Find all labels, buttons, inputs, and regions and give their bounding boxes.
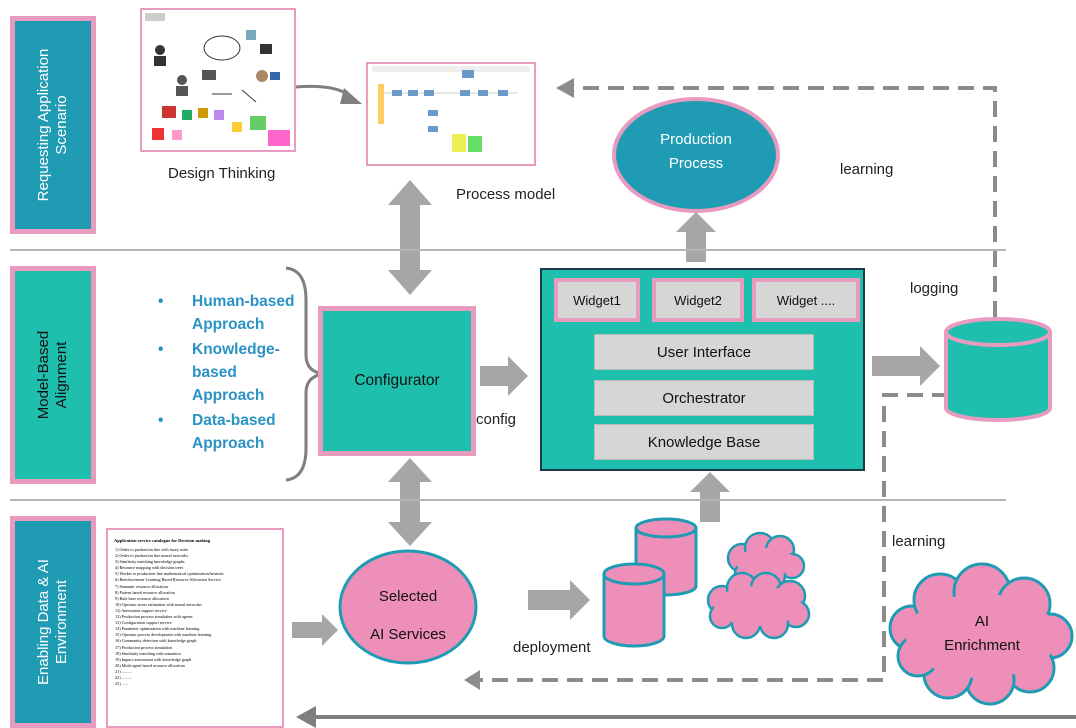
catalog-item: 22) .......... bbox=[115, 674, 133, 680]
dt-to-process-arrow bbox=[295, 84, 351, 98]
catalog-item: 7) Semantic resource allocation bbox=[115, 583, 168, 589]
logging-database bbox=[944, 317, 1052, 422]
learning-bottom-label: learning bbox=[892, 533, 946, 550]
learning-loop-bottom-arrowhead bbox=[464, 670, 480, 690]
learning-loop-top-arrowhead bbox=[556, 78, 574, 98]
learning-loop-bottom bbox=[478, 393, 948, 682]
deployment-label: deployment bbox=[513, 639, 591, 656]
production-process-line1: Production bbox=[660, 131, 732, 148]
enrichment-return-arrowhead bbox=[296, 706, 316, 728]
catalog-item: 10) Operator stress estimation with neur… bbox=[115, 601, 202, 607]
ai-enrichment-cloud bbox=[888, 562, 1074, 706]
widget-2: Widget2 bbox=[652, 278, 744, 322]
catalog-item: 8) Pattern based resource allocation bbox=[115, 589, 175, 595]
catalog-item: 20) Multi-agent based resource allocatio… bbox=[115, 662, 185, 668]
ai-services-ellipse bbox=[338, 549, 478, 665]
platform-box: Widget1 Widget2 Widget .... User Interfa… bbox=[540, 268, 865, 471]
production-process-ellipse bbox=[612, 97, 780, 213]
approach-human: Human-based Approach bbox=[158, 290, 298, 336]
learning-top-label: learning bbox=[840, 161, 894, 178]
catalog-item: 9) Rule base resource allocation bbox=[115, 595, 169, 601]
approach-knowledge: Knowledge-based Approach bbox=[158, 338, 298, 407]
ai-services-label: Selected AI Services bbox=[348, 578, 468, 654]
dt-to-process-arrowhead bbox=[340, 88, 362, 104]
layer-middle-label: Model-Based Alignment bbox=[35, 330, 70, 420]
knowledge-base-bar: Knowledge Base bbox=[594, 424, 814, 460]
catalog-item: 19) Impact assessment with knowledge gra… bbox=[115, 656, 192, 662]
learning-loop-top bbox=[570, 86, 997, 392]
double-arrow-bottom bbox=[388, 458, 432, 546]
design-thinking-image bbox=[140, 8, 296, 152]
orchestrator-bar: Orchestrator bbox=[594, 380, 814, 416]
logging-label: logging bbox=[910, 280, 959, 297]
divider-top bbox=[10, 249, 1006, 251]
config-arrow bbox=[480, 356, 528, 396]
ai-enrichment-line1: AI bbox=[974, 613, 990, 630]
process-model-image bbox=[366, 62, 536, 166]
logging-arrow bbox=[872, 346, 940, 386]
divider-bottom bbox=[10, 499, 1006, 501]
process-model-caption: Process model bbox=[456, 186, 556, 203]
service-catalog-document: Application service catalogue for Decisi… bbox=[106, 528, 284, 728]
catalog-item: 4) Resource mapping with decision trees bbox=[115, 565, 184, 571]
deployment-cloud-bottom bbox=[706, 571, 811, 640]
approach-data: Data-based Approach bbox=[158, 409, 298, 455]
catalog-item: 21) .......... bbox=[115, 668, 133, 674]
ai-enrichment-line2: Enrichment bbox=[944, 637, 1020, 654]
catalog-item: 13) Configuration support service bbox=[115, 620, 172, 626]
deployment-up-arrow bbox=[690, 472, 730, 522]
widget-1: Widget1 bbox=[554, 278, 640, 322]
catalog-item: 17) Production process simulation bbox=[115, 644, 173, 650]
user-interface-bar: User Interface bbox=[594, 334, 814, 370]
catalog-item: 6) Reinforcement Learning Based Resource… bbox=[115, 577, 221, 583]
catalog-title: Application service catalogue for Decisi… bbox=[114, 538, 211, 543]
catalog-item: 15) Operator process development with ma… bbox=[115, 632, 212, 638]
config-label: config bbox=[476, 411, 517, 428]
double-arrow-top bbox=[388, 180, 432, 295]
catalog-item: 12) Production process simulation with a… bbox=[115, 614, 193, 620]
process-model-sketch bbox=[372, 66, 530, 152]
layer-bottom-label: Enabling Data & AI Environment bbox=[35, 559, 70, 685]
production-process-label: Production Process bbox=[630, 128, 762, 176]
catalog-items: 1) Order to production line with fuzzy r… bbox=[108, 547, 282, 687]
catalog-item: 2) Order to production line neural netwo… bbox=[115, 553, 189, 559]
catalog-item: 3) Similarity matching knowledge graphs bbox=[115, 559, 185, 565]
catalog-item: 11) Annotation support service bbox=[115, 607, 167, 613]
design-thinking-caption: Design Thinking bbox=[168, 165, 276, 182]
catalog-item: 1) Order to production line with fuzzy r… bbox=[115, 547, 189, 552]
catalog-item: 23) ...... bbox=[115, 681, 128, 687]
configurator-box: Configurator bbox=[318, 306, 476, 456]
layer-model-based-alignment: Model-Based Alignment bbox=[10, 266, 96, 484]
catalog-item: 5) Worker to production line mathematica… bbox=[115, 571, 225, 577]
layer-requesting-application-scenario: Requesting Application Scenario bbox=[10, 16, 96, 234]
deployment-database-front bbox=[602, 562, 666, 648]
approach-list: Human-based Approach Knowledge-based App… bbox=[158, 290, 298, 455]
widget-more: Widget .... bbox=[752, 278, 860, 322]
catalog-arrow bbox=[292, 614, 338, 646]
catalog-item: 18) Similarity matching with semantics bbox=[115, 650, 182, 656]
layer-enabling-data-ai: Enabling Data & AI Environment bbox=[10, 516, 96, 728]
ai-enrichment-label: AI Enrichment bbox=[926, 610, 1038, 658]
catalog-item: 16) Community detection with knowledge g… bbox=[115, 638, 197, 644]
to-production-arrow bbox=[676, 212, 716, 262]
design-thinking-sketch bbox=[145, 13, 290, 146]
production-process-line2: Process bbox=[668, 155, 724, 172]
catalog-item: 14) Parameter optimization with machine … bbox=[115, 626, 200, 632]
layer-top-label: Requesting Application Scenario bbox=[35, 48, 70, 202]
ai-services-line1: Selected bbox=[378, 588, 438, 605]
ai-services-line2: AI Services bbox=[370, 626, 446, 643]
deployment-arrow bbox=[528, 580, 590, 620]
